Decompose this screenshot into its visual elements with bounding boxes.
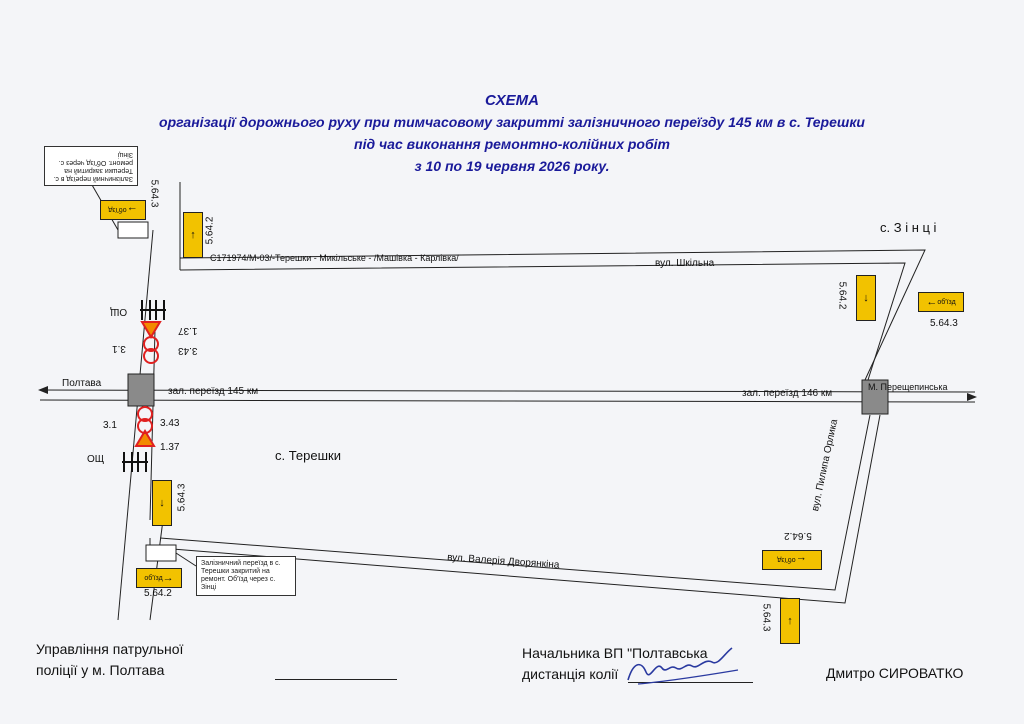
signature-line-mid xyxy=(628,682,753,683)
railway-line-top xyxy=(39,389,976,393)
crossing-146-label: зал. переїзд 146 км xyxy=(742,388,833,399)
sign-code-2: 5.64.2 xyxy=(204,216,216,245)
village-label-zinci: с. З і н ц і xyxy=(880,220,937,235)
rail-arrow-left xyxy=(38,386,48,394)
detour-sign-1: →об'їзд xyxy=(100,200,146,220)
handwritten-signature xyxy=(627,647,739,685)
scheme-subtitle-line2: під час виконання ремонтно-колійних робі… xyxy=(354,136,670,152)
sign-137-bottom: 1.37 xyxy=(160,442,180,453)
detour-sign-3: ↓ xyxy=(856,275,876,321)
no-entry-circle-top-1 xyxy=(143,336,159,352)
detour-sign-6: об'їзд→ xyxy=(136,568,182,588)
ots-label-bottom: ОЩ xyxy=(87,454,105,465)
sign-31-bottom: 3.1 xyxy=(103,420,117,431)
warning-triangle-bottom xyxy=(134,429,156,447)
barrier-top xyxy=(140,300,166,320)
sign-137-top: 1.37 xyxy=(178,325,198,336)
sign-code-7: 5.64.2 xyxy=(784,530,812,541)
detour-inner-top xyxy=(179,262,906,381)
rail-label-poltava: Полтава xyxy=(62,378,102,389)
info-box-bottom xyxy=(145,544,177,562)
detour-inner-bottom xyxy=(159,414,871,591)
scheme-dates: з 10 по 19 червня 2026 року. xyxy=(414,158,610,174)
ots-label-top: ОЩ xyxy=(110,306,128,317)
sign-code-3: 5.64.2 xyxy=(836,281,848,310)
no-entry-circle-bottom-1 xyxy=(137,406,153,422)
crossing-146-block xyxy=(861,379,889,415)
sign-343-top: 3.43 xyxy=(178,345,198,356)
scheme-title: СХЕМА xyxy=(485,92,539,109)
barrier-bottom xyxy=(122,452,148,472)
footer-mid-line1: Начальника ВП "Полтавська xyxy=(522,645,708,661)
sign-code-1: 5.64.3 xyxy=(148,179,160,208)
street-label-top: вул. Шкільна xyxy=(655,258,715,269)
closure-note-top: Залізничний переїзд в с. Терешки закрити… xyxy=(44,146,138,186)
sign-343-bottom: 3.43 xyxy=(160,418,180,429)
detour-outer-bottom xyxy=(159,414,881,604)
no-entry-circle-top-2 xyxy=(143,348,159,364)
closure-note-bottom: Залізничний переїзд в с. Терешки закрити… xyxy=(196,556,296,596)
detour-sign-7: ←об'їзд xyxy=(762,550,822,570)
footer-left-line1: Управління патрульної xyxy=(36,641,184,657)
warning-triangle-top xyxy=(140,321,162,339)
rail-arrow-right xyxy=(967,393,977,401)
detour-sign-8: ↑ xyxy=(780,598,800,644)
rail-label-pereshchepynska: М. Перещепинська xyxy=(868,382,948,392)
no-entry-circle-bottom-2 xyxy=(137,418,153,434)
detour-sign-5: ↓ xyxy=(152,480,172,526)
signature-line-left xyxy=(275,679,397,680)
sign-31-top: 3.1 xyxy=(112,343,126,354)
crossing-145-label: зал. переїзд 145 км xyxy=(168,386,259,397)
footer-right-name: Дмитро СИРОВАТКО xyxy=(826,665,964,681)
railway-line-bottom xyxy=(39,399,976,403)
detour-sign-2: ↑ xyxy=(183,212,203,258)
detour-sign-4: ←об'їзд xyxy=(918,292,964,312)
scheme-subtitle-line1: організації дорожнього руху при тимчасов… xyxy=(159,114,865,130)
footer-left-line2: поліції у м. Полтава xyxy=(36,662,165,678)
sign-code-4: 5.64.3 xyxy=(930,318,958,329)
detour-outer-top xyxy=(179,249,926,381)
info-box-top xyxy=(117,221,149,239)
sign-code-6: 5.64.2 xyxy=(144,588,172,599)
sign-code-8: 5.64.3 xyxy=(760,603,772,632)
road-label: С171974/М-03/-Терешки - Микільське - /Ма… xyxy=(210,253,459,263)
sign-code-5: 5.64.3 xyxy=(176,483,188,512)
footer-mid-line2: дистанція колії xyxy=(522,666,619,682)
main-road-left-edge xyxy=(117,229,154,621)
crossing-145-block xyxy=(127,373,155,407)
village-label-tereshky: с. Терешки xyxy=(275,448,342,463)
